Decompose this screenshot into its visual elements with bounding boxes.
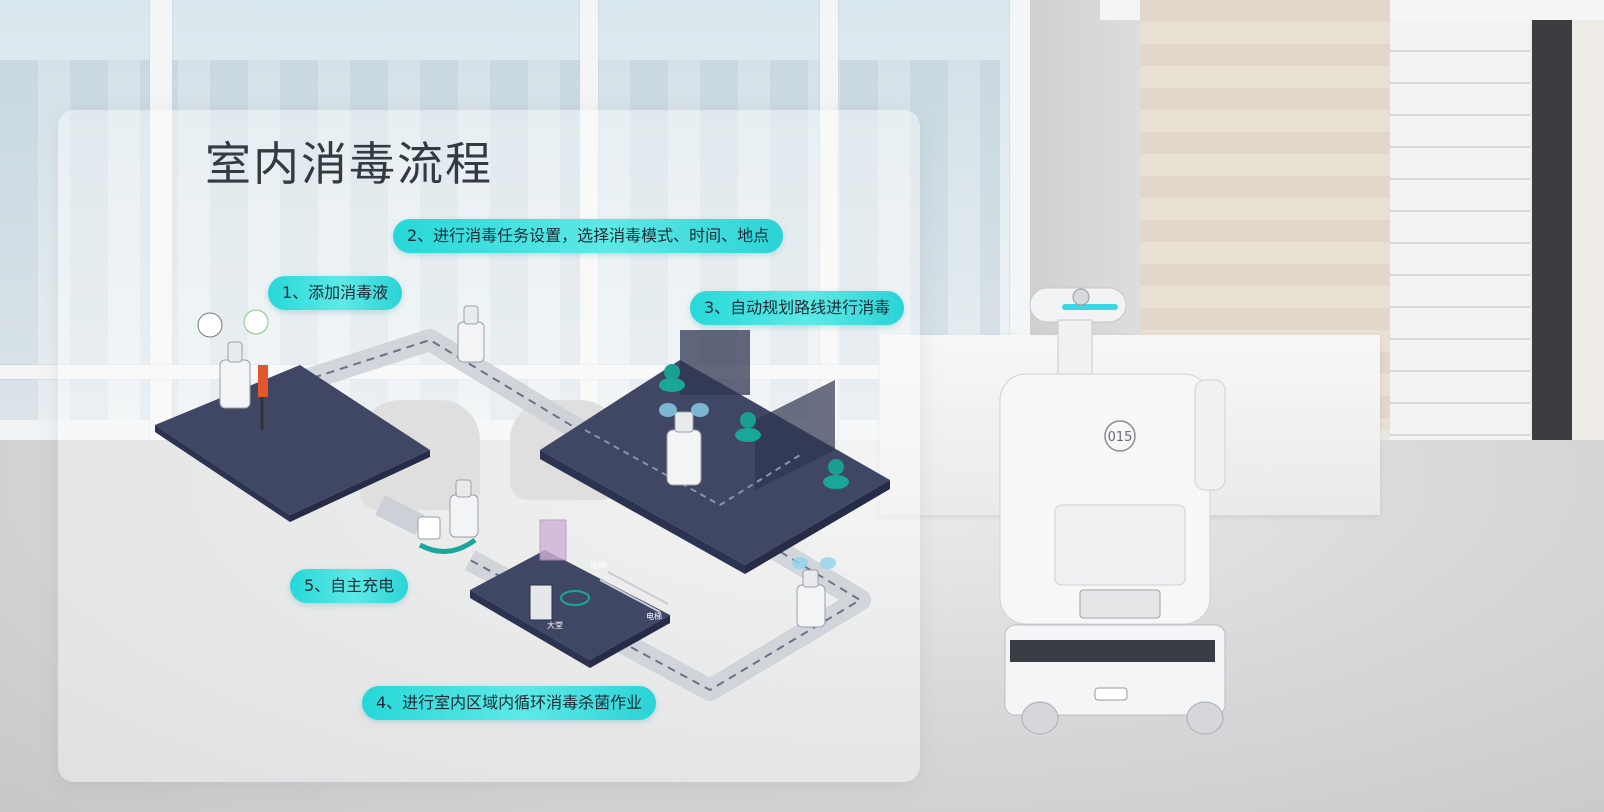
step-2-pill: 2、进行消毒任务设置，选择消毒模式、时间、地点: [393, 219, 784, 253]
mini-robot-route: [457, 305, 485, 363]
window-frame: [0, 365, 1030, 379]
window-frame: [150, 0, 172, 470]
window-frame: [820, 0, 838, 440]
mini-robot-spraying: [659, 403, 709, 486]
step-5-pill: 5、自主充电: [290, 569, 409, 603]
elevator-label: 电梯: [590, 560, 606, 570]
robot-number: 015: [1108, 430, 1133, 445]
platform-lobby: 电梯 电梯 大堂: [470, 519, 670, 668]
disinfection-robot: 015: [999, 287, 1226, 735]
mini-robot-corridor: [792, 557, 836, 628]
step-1-pill: 1、添加消毒液: [268, 276, 403, 310]
mini-robot-refill: [197, 309, 269, 430]
mini-robot-charging: [417, 479, 479, 554]
step-3-pill: 3、自动规划路线进行消毒: [690, 291, 905, 325]
step-4-pill: 4、进行室内区域内循环消毒杀菌作业: [362, 686, 657, 720]
page-title: 室内消毒流程: [205, 137, 493, 191]
wall-slats: [1390, 20, 1530, 490]
lobby-label: 大堂: [547, 620, 563, 630]
platform-disinfection-area: [540, 330, 890, 574]
elevator-label-2: 电梯: [646, 611, 662, 621]
route-path: [296, 329, 871, 701]
